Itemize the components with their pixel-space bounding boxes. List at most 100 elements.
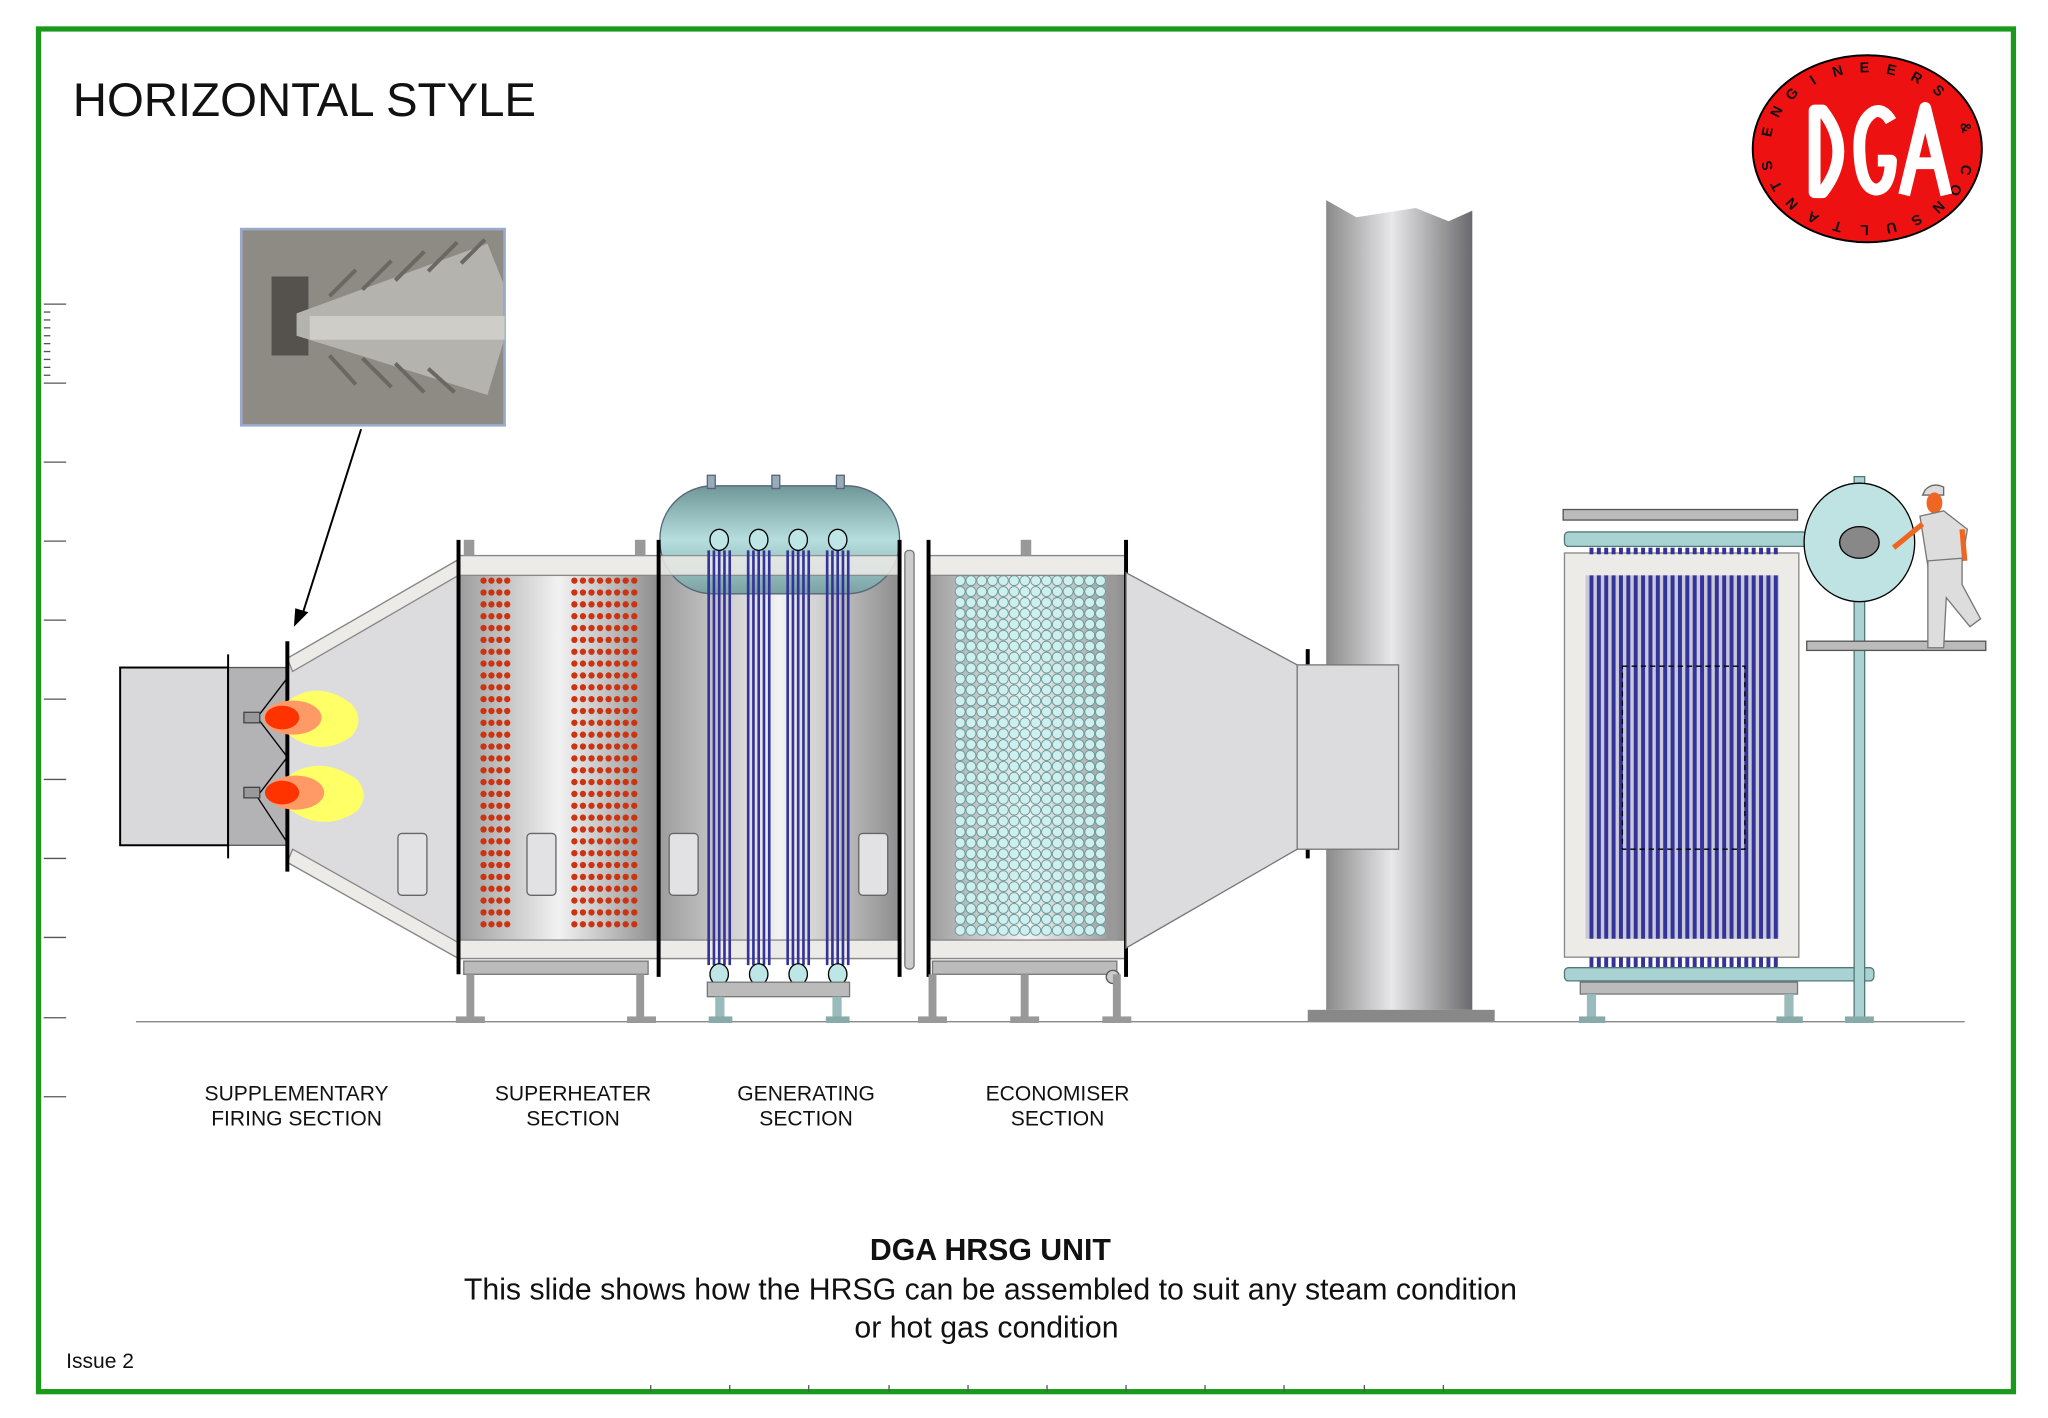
vertical-tube [1604, 547, 1609, 555]
superheater-tube [496, 802, 503, 809]
superheater-tube [605, 778, 612, 786]
economiser-tube [997, 684, 1009, 696]
economiser-tube [954, 673, 966, 685]
superheater-tube [496, 873, 503, 881]
vertical-tube [1663, 575, 1668, 939]
logo-ring-glyph: C [1956, 163, 1974, 178]
superheater-tube [614, 850, 621, 857]
superheater-tube [579, 648, 587, 655]
economiser-tube [1051, 804, 1063, 816]
economiser-tube [976, 913, 988, 925]
superheater-tube [488, 861, 495, 869]
economiser-tube [987, 629, 998, 641]
superheater-tube [496, 861, 503, 869]
superheater-tube [579, 613, 587, 620]
economiser-tube [1019, 739, 1031, 751]
superheater-tube [605, 636, 612, 644]
economiser-tube [1084, 771, 1096, 783]
economiser-tube [997, 771, 1009, 783]
superheater-tube [614, 719, 621, 726]
superheater-tube [488, 767, 495, 774]
superheater-tube [588, 577, 595, 584]
superheater-tube [504, 897, 511, 904]
superheater-tube [596, 850, 604, 857]
superheater-tube [588, 790, 595, 798]
superheater-tube [480, 921, 487, 928]
economiser-tube [1041, 706, 1052, 718]
economiser-tube [1062, 837, 1074, 849]
superheater-tube [631, 873, 638, 881]
economiser-tube [1030, 684, 1042, 696]
economiser-tube [1073, 673, 1085, 685]
economiser-tube [1095, 706, 1106, 718]
economiser-tube [987, 815, 998, 827]
superheater-tube [571, 589, 578, 596]
superheater-tube [579, 778, 587, 786]
superheater-tube [614, 695, 621, 703]
vertical-tube [1773, 575, 1778, 939]
economiser-tube [1051, 673, 1063, 685]
superheater-tube [579, 577, 587, 584]
superheater-tube [622, 672, 629, 679]
economiser-tube [1084, 673, 1096, 685]
superheater-tube [588, 814, 595, 821]
superheater-tube [571, 802, 578, 809]
economiser-tube [1073, 903, 1085, 914]
economiser-tube [1095, 793, 1106, 805]
economiser-tube [1030, 848, 1042, 860]
economiser-tube [1051, 793, 1063, 805]
economiser-tube [954, 804, 966, 816]
superheater-tube [579, 826, 587, 833]
vertical-tube [1714, 547, 1719, 555]
superheater-tube [596, 707, 604, 715]
superheater-tube [605, 861, 612, 869]
superheater-tube [605, 838, 612, 845]
superheater-tube [504, 589, 511, 596]
economiser-tube [1030, 793, 1042, 805]
vertical-tube [1736, 547, 1741, 555]
vertical-tube [1751, 575, 1756, 939]
superheater-tube [504, 861, 511, 869]
economiser-tube [1073, 826, 1085, 838]
superheater-tube [596, 743, 604, 750]
vertical-tube [1655, 575, 1660, 939]
superheater-tube [631, 826, 638, 833]
economiser-tube [954, 815, 966, 827]
economiser-tube [1041, 662, 1052, 674]
economiser-tube [1084, 913, 1096, 925]
economiser-tube [1019, 760, 1031, 772]
economiser-tube [1008, 575, 1020, 587]
superheater-tube [605, 624, 612, 632]
economiser-tube [1073, 771, 1085, 783]
economiser-tube [954, 913, 966, 925]
economiser-tube [954, 859, 966, 871]
economiser-tube [976, 837, 988, 849]
superheater-tube [596, 648, 604, 655]
superheater-tube [480, 719, 487, 726]
economiser-tube [965, 673, 977, 685]
vertical-tube [1648, 957, 1653, 970]
superheater-tube [496, 672, 503, 679]
superheater-tube [614, 755, 621, 762]
economiser-tube [1041, 881, 1052, 893]
economiser-tube [1051, 739, 1063, 751]
economiser-tube [997, 837, 1009, 849]
superheater-tube [605, 814, 612, 821]
economiser-tube [1095, 640, 1106, 652]
superheater-tube [631, 755, 638, 762]
superheater-tube [579, 601, 587, 608]
economiser-tube [965, 815, 977, 827]
superheater-tube [614, 921, 621, 928]
superheater-tube [596, 695, 604, 703]
economiser-tube [1051, 695, 1063, 707]
superheater-tube [596, 755, 604, 762]
vertical-tube [1633, 957, 1638, 970]
economiser-tube [976, 815, 988, 827]
superheater-tube [614, 814, 621, 821]
economiser-tube [1008, 662, 1020, 674]
economiser-tube [1095, 651, 1106, 663]
economiser-tube [997, 739, 1009, 751]
economiser-tube [1073, 586, 1085, 598]
economiser-tube [1051, 870, 1063, 882]
economiser-tube [965, 618, 977, 630]
